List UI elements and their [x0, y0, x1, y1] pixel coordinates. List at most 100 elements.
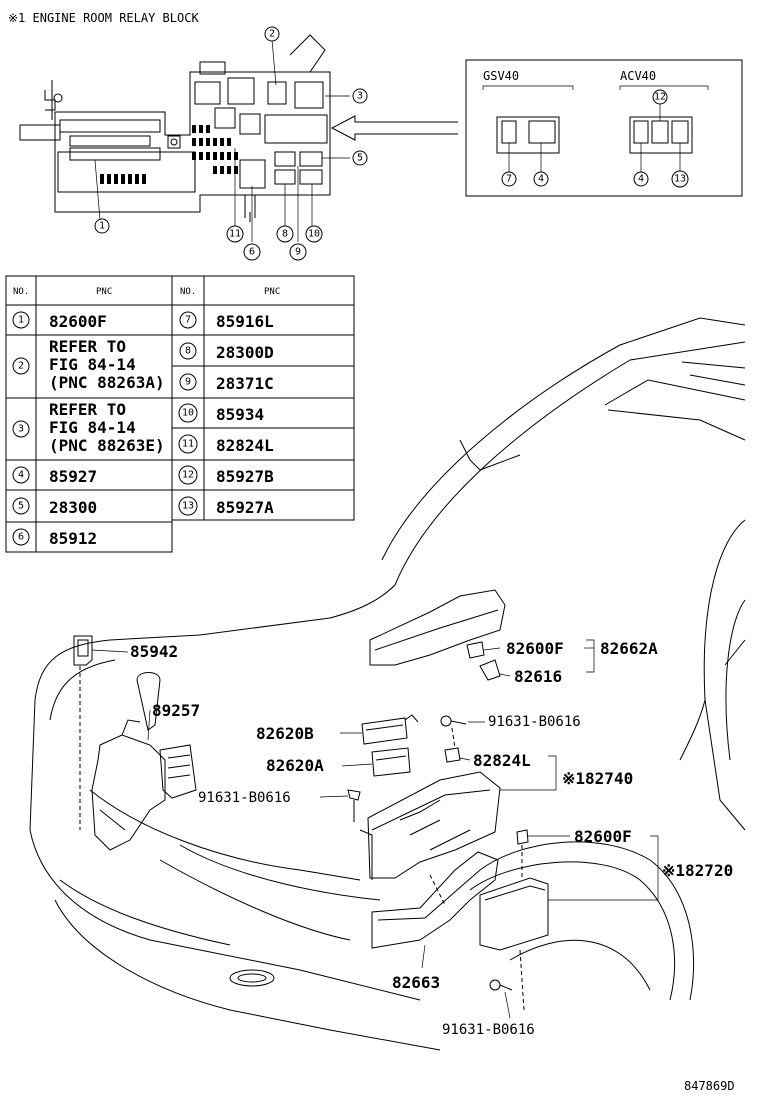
svg-text:1: 1: [18, 315, 24, 326]
table-row: 9 28371C: [179, 373, 274, 393]
marker-11: [226, 225, 244, 243]
variant-acv40: ACV40: [620, 69, 656, 83]
table-row: 7 85916L: [179, 311, 274, 331]
callout-85942: 85942: [130, 642, 178, 661]
marker-9: [289, 243, 307, 261]
marker-4a: [533, 171, 549, 187]
fuse-rows: [59, 119, 161, 161]
callout-182720: ※182720: [662, 861, 733, 880]
callout-82600F-top: 82600F: [506, 639, 564, 658]
marker-3: [352, 88, 368, 104]
callout-91631-bottom: 91631-B0616: [442, 1022, 535, 1038]
header-pnc-left: PNC: [96, 287, 112, 297]
pnc-cell: 85934: [216, 405, 264, 424]
callout-182740: ※182740: [562, 769, 633, 788]
table-row: 3 REFER TO FIG 84-14 (PNC 88263E): [12, 400, 165, 455]
svg-text:9: 9: [185, 377, 191, 388]
marker-5: [352, 150, 368, 166]
svg-text:2: 2: [269, 29, 275, 40]
svg-text:5: 5: [357, 153, 363, 164]
svg-text:7: 7: [185, 315, 191, 326]
components-drawing: [73, 589, 549, 1011]
callout-82620B: 82620B: [256, 724, 314, 743]
table-row: 5 28300: [12, 497, 97, 517]
svg-text:4: 4: [638, 174, 644, 185]
svg-text:6: 6: [18, 532, 24, 543]
marker-13: [671, 170, 689, 188]
marker-4b: [633, 171, 649, 187]
svg-text:12: 12: [182, 470, 194, 481]
pnc-cell: 82824L: [216, 436, 274, 455]
callout-82600F-mid: 82600F: [574, 827, 632, 846]
pnc-cell: 28371C: [216, 374, 274, 393]
svg-text:6: 6: [249, 247, 255, 258]
marker-6: [243, 243, 261, 261]
pnc-cell: FIG 84-14: [49, 355, 136, 374]
relay-block-markers: 1 2 3 5 11 6 8 9 10: [94, 26, 368, 261]
car-outline-drawing: [29, 317, 746, 1051]
callout-91631-left: 91631-B0616: [198, 790, 291, 806]
callout-82824L: 82824L: [473, 751, 531, 770]
marker-12: [652, 89, 668, 105]
marker-7: [501, 171, 517, 187]
marker-8: [276, 225, 294, 243]
svg-text:3: 3: [357, 91, 363, 102]
svg-text:11: 11: [229, 229, 241, 240]
svg-text:10: 10: [308, 229, 320, 240]
svg-text:3: 3: [18, 424, 24, 435]
table-row: 2 REFER TO FIG 84-14 (PNC 88263A): [12, 337, 165, 392]
pnc-cell: REFER TO: [49, 400, 126, 419]
callout-82662A: 82662A: [600, 639, 658, 658]
svg-text:2: 2: [18, 361, 24, 372]
svg-text:9: 9: [295, 247, 301, 258]
pnc-cell: FIG 84-14: [49, 418, 136, 437]
marker-2: [264, 26, 280, 42]
svg-text:7: 7: [506, 174, 512, 185]
parts-table: NO. PNC NO. PNC 1 82600F 2 REFER TO FIG …: [5, 275, 355, 553]
header-no-left: NO.: [13, 287, 29, 297]
pnc-cell: 85927B: [216, 467, 274, 486]
black-fuses: [100, 125, 238, 184]
marker-10: [305, 225, 323, 243]
pnc-cell: 28300D: [216, 343, 274, 362]
table-row: 8 28300D: [179, 342, 274, 362]
pnc-cell: 85912: [49, 529, 97, 548]
svg-text:13: 13: [674, 174, 686, 185]
callout-labels: 85942 89257 82600F 82662A 82616 82620B 9…: [130, 639, 733, 1038]
pnc-cell: 85927: [49, 467, 97, 486]
relays: [194, 34, 328, 189]
variant-box: GSV40 ACV40 7 4 12 4 13: [465, 59, 743, 197]
figure-id: 847869D: [684, 1079, 735, 1093]
table-row: 6 85912: [12, 528, 97, 548]
pnc-cell: (PNC 88263A): [49, 373, 165, 392]
relay-block-title: ※1 ENGINE ROOM RELAY BLOCK: [8, 11, 199, 25]
callout-82616: 82616: [514, 667, 562, 686]
table-row: 13 85927A: [178, 496, 274, 517]
pnc-cell: 82600F: [49, 312, 107, 331]
svg-text:12: 12: [654, 92, 666, 103]
header-no-right: NO.: [180, 287, 196, 297]
callout-82620A: 82620A: [266, 756, 324, 775]
table-row: 4 85927: [12, 466, 97, 486]
table-row: 11 82824L: [178, 434, 274, 455]
table-row: 10 85934: [178, 403, 264, 424]
svg-text:4: 4: [18, 470, 24, 481]
svg-text:4: 4: [538, 174, 544, 185]
callout-91631-top: 91631-B0616: [488, 714, 581, 730]
relay-block-drawing: [19, 34, 458, 242]
marker-1: [94, 218, 110, 234]
pnc-cell: REFER TO: [49, 337, 126, 356]
callout-82663: 82663: [392, 973, 440, 992]
svg-text:11: 11: [182, 439, 194, 450]
pnc-cell: 28300: [49, 498, 97, 517]
callout-89257: 89257: [152, 701, 200, 720]
svg-text:1: 1: [99, 221, 105, 232]
svg-text:5: 5: [18, 501, 24, 512]
callout-leaders: [91, 639, 659, 1019]
table-row: 12 85927B: [178, 465, 274, 486]
header-pnc-right: PNC: [264, 287, 280, 297]
svg-text:13: 13: [182, 501, 194, 512]
pnc-cell: (PNC 88263E): [49, 436, 165, 455]
